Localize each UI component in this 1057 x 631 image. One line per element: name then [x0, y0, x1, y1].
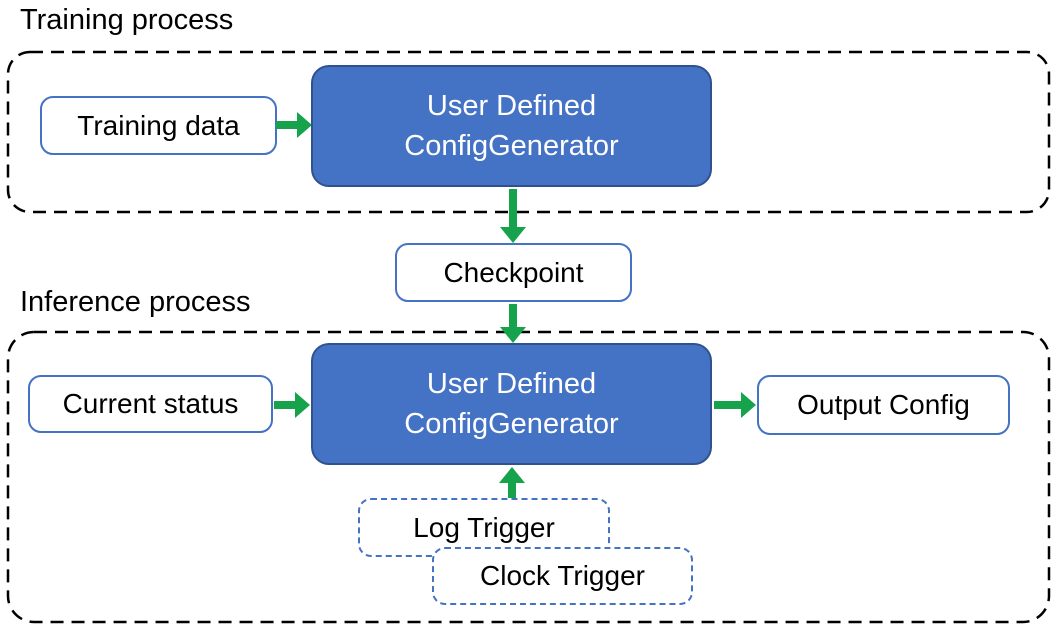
arrow-checkpoint-to-generator [500, 304, 526, 343]
clock-trigger-label: Clock Trigger [480, 560, 645, 591]
current-status-box: Current status [28, 375, 273, 433]
config-generator-inference-box: User Defined ConfigGenerator [311, 343, 712, 465]
checkpoint-box: Checkpoint [395, 243, 632, 302]
arrow-current-status-to-generator [274, 392, 310, 418]
inference-process-label: Inference process [20, 286, 251, 318]
clock-trigger-box: Clock Trigger [432, 547, 693, 605]
output-config-box: Output Config [757, 375, 1010, 435]
log-trigger-label: Log Trigger [413, 511, 555, 543]
arrow-generator-to-output-config [714, 392, 756, 418]
training-data-label: Training data [77, 109, 240, 141]
arrow-training-data-to-generator [276, 112, 312, 138]
arrow-generator-to-checkpoint [500, 189, 526, 243]
config-generator-training-line1: User Defined [426, 89, 597, 122]
training-data-box: Training data [40, 96, 277, 155]
config-generator-inference-line2: ConfigGenerator [404, 408, 619, 440]
config-generator-training-line2: ConfigGenerator [404, 130, 619, 162]
checkpoint-label: Checkpoint [443, 256, 584, 288]
current-status-label: Current status [62, 388, 239, 419]
training-process-label: Training process [20, 4, 234, 36]
arrow-triggers-to-generator [499, 467, 525, 498]
config-generator-training-box: User Defined ConfigGenerator [311, 65, 712, 187]
config-generator-inference-line1: User Defined [426, 367, 597, 400]
output-config-label: Output Config [797, 389, 970, 420]
